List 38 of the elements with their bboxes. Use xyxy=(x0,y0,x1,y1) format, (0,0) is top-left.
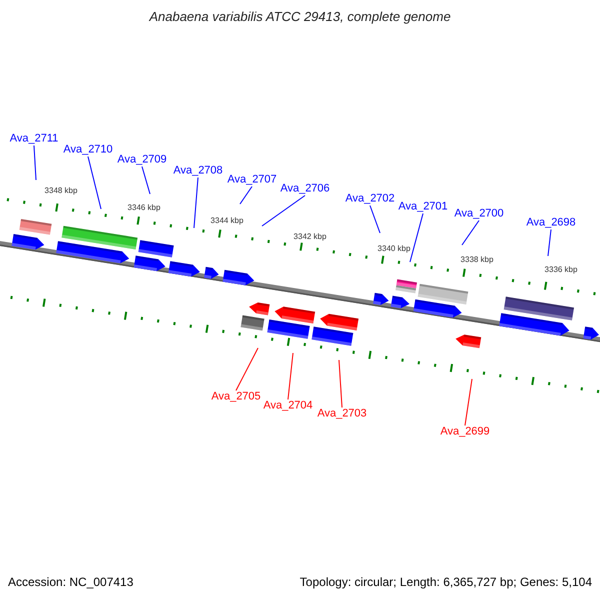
gene-label: Ava_2699 xyxy=(440,426,490,438)
gene-label: Ava_2700 xyxy=(454,208,504,220)
scale-label: 3344 kbp xyxy=(210,217,244,225)
gene-label: Ava_2703 xyxy=(317,408,367,420)
scale-label: 3338 kbp xyxy=(460,256,494,264)
gene-label: Ava_2701 xyxy=(398,202,448,212)
gene-label: Ava_2707 xyxy=(227,174,277,186)
gene-label: Ava_2710 xyxy=(63,144,113,156)
diagram-title: Anabaena variabilis ATCC 29413, complete genome xyxy=(149,10,451,23)
gene-label: Ava_2708 xyxy=(173,166,223,176)
leader-line xyxy=(464,378,472,426)
leader-line xyxy=(240,186,252,204)
leader-line xyxy=(142,166,150,194)
scale-label: 3336 kbp xyxy=(544,266,578,274)
leader-line xyxy=(262,195,306,226)
footer-text: Topology: circular; Length: 6,365,727 bp; Genes: 5,104 xyxy=(300,576,592,588)
gene-label: Ava_2711 xyxy=(10,134,58,144)
leader-line xyxy=(548,229,552,256)
leader-line xyxy=(236,348,258,391)
gene-label: Ava_2698 xyxy=(526,218,576,228)
leader-line xyxy=(462,220,480,246)
scale-label: 3348 kbp xyxy=(44,187,78,195)
leader-line xyxy=(34,145,36,180)
gene-label: Ava_2705 xyxy=(211,392,261,402)
gene-label: Ava_2704 xyxy=(263,400,313,412)
leader-line xyxy=(88,156,102,210)
scale-label: 3346 kbp xyxy=(128,204,160,212)
gene-label: Ava_2702 xyxy=(345,194,395,204)
gene-label: Ava_2706 xyxy=(280,184,330,194)
leader-line xyxy=(194,177,198,228)
leader-line xyxy=(288,352,294,400)
leader-line xyxy=(410,213,424,262)
leader-line xyxy=(338,360,342,408)
gene-label: Ava_2709 xyxy=(117,154,167,166)
leader-line xyxy=(370,205,380,234)
footer-text: Accession: NC_007413 xyxy=(8,576,134,588)
scale-label: 3342 kbp xyxy=(294,233,326,241)
scale-label: 3340 kbp xyxy=(378,245,410,253)
